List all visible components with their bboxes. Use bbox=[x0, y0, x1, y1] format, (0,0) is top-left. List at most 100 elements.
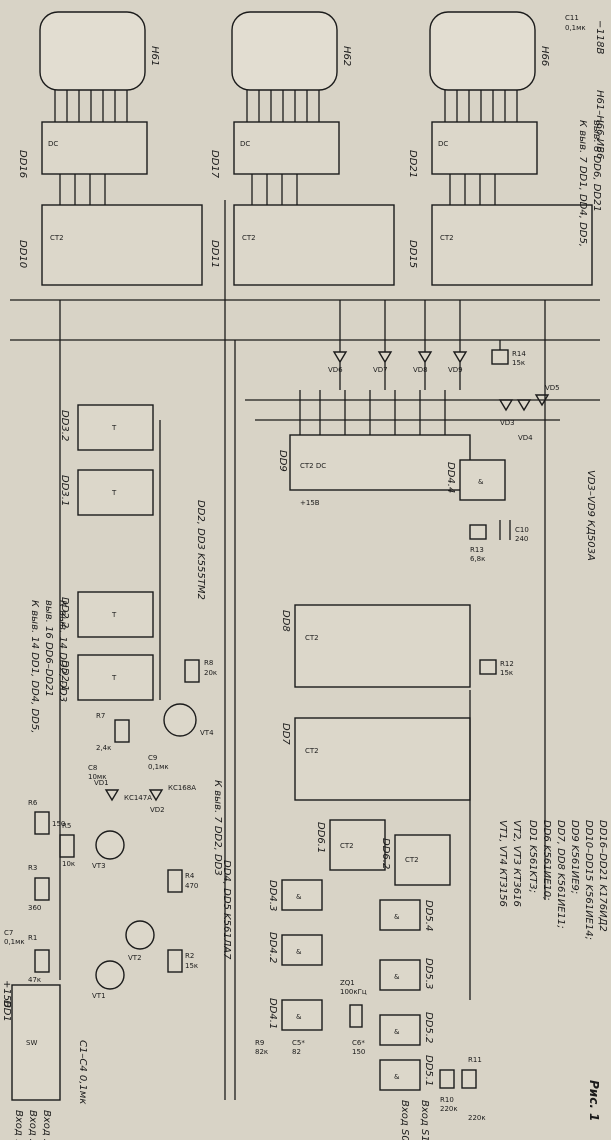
diode-vd2-type: КС168А bbox=[168, 784, 196, 792]
diode-vd2 bbox=[148, 789, 164, 802]
counter-dd11 bbox=[233, 204, 395, 286]
flipflop-dd3-2 bbox=[77, 404, 154, 451]
resistor-r2-label: R2 bbox=[185, 952, 194, 960]
note-power-4: К выв. 7 DD2, DD3 bbox=[212, 780, 223, 876]
resistor-r4 bbox=[167, 869, 183, 893]
dd9-group: DD9 CT2 DC +15В DD4.4 & VD3 VD4 VD5 R13 … bbox=[277, 384, 596, 563]
resistor-r10-value: 220к bbox=[440, 1105, 458, 1113]
flipflop-dd2-1-title: T bbox=[111, 674, 117, 682]
resistor-r7-label: R7 bbox=[96, 712, 105, 720]
resistor-r10 bbox=[439, 1069, 455, 1089]
diode-vd9-label: VD9 bbox=[448, 366, 463, 374]
capacitor-c5-value: 82 bbox=[292, 1048, 301, 1056]
monostable-dd6-2-title: CT2 bbox=[405, 856, 419, 864]
lamp-h66-label: H66 bbox=[539, 46, 550, 66]
resistor-r8 bbox=[184, 659, 200, 683]
note-dd2-dd3: DD2, DD3 K555TM2 bbox=[195, 500, 206, 600]
gate-dd4-3-sym: & bbox=[296, 893, 302, 901]
monostable-dd6-1-label: DD6.1 bbox=[315, 822, 326, 853]
gate-dd5-2-label: DD5.2 bbox=[423, 1012, 434, 1043]
capacitor-c8-label: C8 bbox=[88, 764, 97, 772]
input-3-label: Вход 3 bbox=[41, 1110, 52, 1140]
gate-dd5-1-label: DD5.1 bbox=[423, 1055, 434, 1086]
counter-dd15 bbox=[431, 204, 593, 286]
flipflop-dd3-1 bbox=[77, 469, 154, 516]
switch-dd1 bbox=[11, 984, 61, 1101]
gate-dd4-1 bbox=[281, 999, 323, 1031]
resistor-r4-label: R4 bbox=[185, 872, 195, 880]
diode-vd6-label: VD6 bbox=[328, 366, 343, 374]
resistor-r1-label: R1 bbox=[28, 934, 37, 942]
resistor-r13 bbox=[469, 524, 487, 540]
right-notes: −118В C11 0,1мк H61–H66 ИВ6 К выв. 7 DD1… bbox=[497, 14, 608, 1121]
decoder-dd16-title: DC bbox=[48, 140, 58, 148]
capacitor-c9-value: 0,1мк bbox=[148, 763, 169, 771]
diode-vd7-label: VD7 bbox=[373, 366, 388, 374]
diode-vd2-label: VD2 bbox=[150, 806, 165, 814]
note-vt1: VT1, VT4 КТ3156 bbox=[497, 820, 508, 907]
counter-dd11-title: CT2 bbox=[242, 234, 256, 242]
resistor-r5-label: R5 bbox=[62, 822, 71, 830]
gate-dd5-1-sym: & bbox=[394, 1073, 400, 1081]
diode-vd4 bbox=[516, 399, 532, 412]
gate-dd5-3 bbox=[379, 959, 421, 991]
resistor-r3 bbox=[34, 877, 50, 901]
diode-vd5-label: VD5 bbox=[545, 384, 560, 392]
diode-vd4-label: VD4 bbox=[518, 434, 533, 442]
resistor-r8-value: 20к bbox=[204, 669, 217, 677]
counter-dd9-label: DD9 bbox=[277, 450, 288, 472]
switch-dd1-title: SW bbox=[26, 1039, 37, 1047]
gate-dd5-2-sym: & bbox=[394, 1028, 400, 1036]
decoder-counter-wires bbox=[10, 174, 600, 341]
gate-dd4-4 bbox=[459, 459, 506, 501]
monostable-dd6-2 bbox=[394, 834, 451, 886]
resistor-r11-label: R11 bbox=[468, 1056, 482, 1064]
capacitor-c5-label: C5* bbox=[292, 1039, 305, 1047]
transistor-vt4-label: VT4 bbox=[200, 729, 214, 737]
counter-dd8 bbox=[294, 604, 471, 688]
dd6-group: DD6.1 CT2 DD6.2 CT2 bbox=[315, 819, 451, 886]
flipflop-dd2-2-label: DD2.2 bbox=[59, 597, 70, 628]
gate-dd5-4 bbox=[379, 899, 421, 931]
resistor-r10-label: R10 bbox=[440, 1096, 454, 1104]
lamp-h66 bbox=[429, 11, 536, 91]
diode-vd8-label: VD8 bbox=[413, 366, 428, 374]
diode-vd1-type: КС147А bbox=[124, 794, 152, 802]
part-note-1: DD1 K561KT3; bbox=[527, 820, 538, 893]
capacitor-c10-label: C10 bbox=[515, 526, 529, 534]
counter-dd8-title: CT2 bbox=[305, 634, 319, 642]
decoder-dd21-title: DC bbox=[438, 140, 448, 148]
resistor-r11-value: 220к bbox=[468, 1114, 486, 1122]
lamp-bus-wires bbox=[54, 90, 518, 122]
flipflop-dd3-2-title: T bbox=[111, 424, 117, 432]
capacitor-c11-label: C11 bbox=[565, 14, 579, 22]
note-power-2: выв. 16 DD6–DD21 bbox=[43, 600, 54, 697]
capacitor-c6-value: 150 bbox=[352, 1048, 365, 1056]
note-vt2: VT2, VT3 КТ3616 bbox=[511, 820, 522, 907]
resistor-r1 bbox=[34, 949, 50, 973]
counter-dd11-label: DD11 bbox=[209, 240, 220, 268]
resistor-r5-value: 10к bbox=[62, 860, 75, 868]
capacitor-c7-label: C7 bbox=[4, 929, 13, 937]
lamp-group: H61 H62 H66 bbox=[39, 11, 550, 91]
diode-vd3-label: VD3 bbox=[500, 419, 515, 427]
resistor-r11 bbox=[461, 1069, 477, 1089]
flipflop-dd3-1-label: DD3.1 bbox=[59, 475, 70, 506]
counter-dd9 bbox=[289, 434, 471, 491]
decoder-dd21 bbox=[431, 121, 538, 175]
dd9-plus15: +15В bbox=[300, 499, 320, 507]
flipflop-group: DD3.2 T DD3.1 T DD2.2 T DD2.1 T DD2, DD3… bbox=[59, 404, 206, 701]
lamp-h62 bbox=[231, 11, 338, 91]
gate-dd4-2-label: DD4.2 bbox=[267, 932, 278, 963]
part-note-4: DD9 K561ИЕ9; bbox=[569, 820, 580, 894]
gate-dd4-4-sym: & bbox=[478, 478, 484, 486]
flipflop-dd3-1-title: T bbox=[111, 489, 117, 497]
gate-dd4-4-label: DD4.4 bbox=[445, 462, 456, 493]
diode-vd1 bbox=[104, 789, 120, 802]
lamp-h61 bbox=[39, 11, 146, 91]
crystal-zq1-value: 100кГц bbox=[340, 988, 367, 996]
gate-dd4-2 bbox=[281, 934, 323, 966]
monostable-dd6-1-title: CT2 bbox=[340, 842, 354, 850]
capacitor-c8-value: 10мк bbox=[88, 773, 106, 781]
resistor-r6-value: 150 bbox=[52, 820, 65, 828]
